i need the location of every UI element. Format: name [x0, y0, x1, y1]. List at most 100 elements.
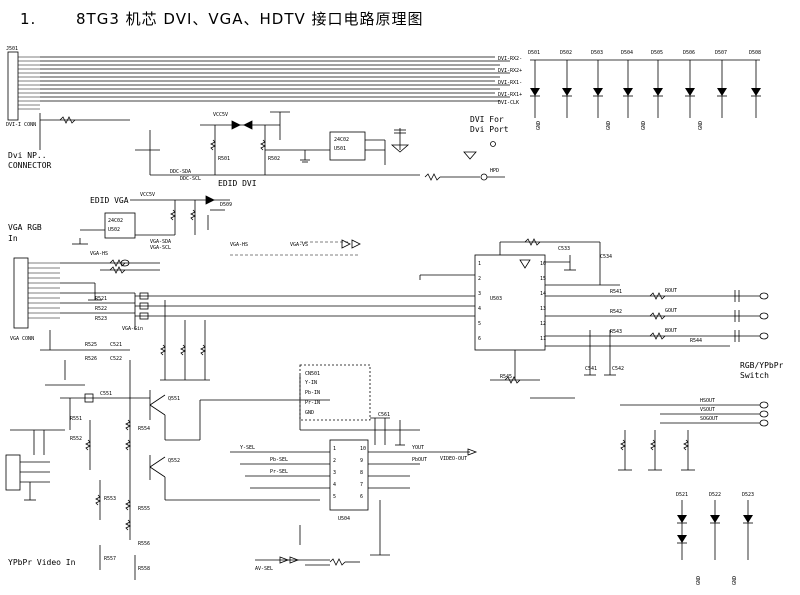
switch-io-routing — [419, 238, 760, 384]
svg-text:GND: GND — [732, 576, 738, 585]
svg-text:1: 1 — [333, 446, 336, 452]
svg-text:10: 10 — [360, 446, 366, 452]
svg-text:VGA-SCL: VGA-SCL — [150, 245, 171, 251]
svg-text:D503: D503 — [591, 50, 603, 56]
svg-text:DDC-SDA: DDC-SDA — [170, 169, 191, 175]
svg-text:14: 14 — [540, 291, 546, 297]
ypbpr-component-labels: C551 Q551 Q552 R551 R552 R553 R554 R555 … — [70, 391, 180, 572]
switch-secondary-outputs — [530, 397, 760, 424]
svg-text:GOUT: GOUT — [665, 308, 677, 314]
svg-text:Y-IN: Y-IN — [305, 380, 317, 386]
ypbpr-input-jack — [5, 429, 65, 501]
svg-text:DVI-RX2-: DVI-RX2- — [498, 56, 522, 62]
svg-text:R555: R555 — [138, 506, 150, 512]
svg-text:C561: C561 — [378, 412, 390, 418]
vga-net-labels: VGA-HS R521 R522 R523 VGA-Gin VGA-HS VGA… — [85, 242, 308, 362]
svg-text:D507: D507 — [715, 50, 727, 56]
dvi-port-marker — [490, 141, 496, 147]
video-mux-routing — [230, 375, 470, 566]
svg-text:3: 3 — [478, 291, 481, 297]
svg-text:U501: U501 — [334, 146, 346, 152]
title-number: 1. — [20, 10, 37, 28]
svg-text:C534: C534 — [600, 254, 612, 260]
svg-text:D509: D509 — [220, 202, 232, 208]
video-mux-ic: 12 34 5 109 87 6 U504 — [329, 439, 369, 522]
switch-label-2: Switch — [740, 371, 769, 380]
svg-text:R552: R552 — [70, 436, 82, 442]
edid-dvi-circuit: VCC5V 24C02 U501 R501 R502 — [200, 111, 477, 175]
svg-text:R502: R502 — [268, 156, 280, 162]
svg-text:D521: D521 — [676, 492, 688, 498]
svg-text:VGA-VS: VGA-VS — [290, 242, 308, 248]
svg-text:7: 7 — [360, 482, 363, 488]
svg-text:VSOUT: VSOUT — [700, 407, 715, 413]
svg-text:GND: GND — [696, 576, 702, 585]
svg-text:DVI-RX1+: DVI-RX1+ — [498, 92, 522, 98]
svg-text:24C02: 24C02 — [108, 218, 123, 224]
svg-text:DVI-I CONN: DVI-I CONN — [6, 122, 36, 128]
title-text: 8TG3 机芯 DVI、VGA、HDTV 接口电路原理图 — [76, 10, 424, 28]
svg-text:R523: R523 — [95, 316, 107, 322]
svg-text:CN501: CN501 — [305, 371, 320, 377]
svg-text:GND: GND — [536, 121, 542, 130]
dvi-connector: J501 DVI-I CONN — [6, 46, 40, 128]
svg-text:R526: R526 — [85, 356, 97, 362]
svg-text:VIDEO-OUT: VIDEO-OUT — [440, 456, 467, 462]
svg-text:Pr-IN: Pr-IN — [305, 400, 320, 406]
svg-text:C521: C521 — [110, 342, 122, 348]
svg-text:R556: R556 — [138, 541, 150, 547]
vga-rgb-label-2: In — [8, 234, 18, 243]
edid-vga-label: EDID VGA — [90, 196, 129, 205]
svg-text:BOUT: BOUT — [665, 328, 677, 334]
svg-text:GND: GND — [606, 121, 612, 130]
vga-sync-arrows — [341, 239, 361, 249]
dvi-port-label-2: Dvi Port — [470, 125, 509, 134]
dvi-bus-lines — [40, 56, 510, 102]
svg-text:GND: GND — [698, 121, 704, 130]
svg-text:R554: R554 — [138, 426, 150, 432]
secondary-output-connectors — [759, 401, 769, 427]
svg-text:HSOUT: HSOUT — [700, 398, 715, 404]
svg-text:Pb-IN: Pb-IN — [305, 390, 320, 396]
svg-text:R553: R553 — [104, 496, 116, 502]
edid-dvi-label: EDID DVI — [218, 179, 257, 188]
svg-text:12: 12 — [540, 321, 546, 327]
svg-text:D522: D522 — [709, 492, 721, 498]
vga-rgb-label-1: VGA RGB — [8, 223, 42, 232]
svg-text:8: 8 — [360, 470, 363, 476]
svg-text:R521: R521 — [95, 296, 107, 302]
svg-text:1: 1 — [478, 261, 481, 267]
vga-inductor-symbols — [120, 259, 149, 320]
svg-text:Y-SEL: Y-SEL — [240, 445, 255, 451]
svg-text:D502: D502 — [560, 50, 572, 56]
svg-text:3: 3 — [333, 470, 336, 476]
svg-text:VGA-SDA: VGA-SDA — [150, 239, 171, 245]
svg-text:SOGOUT: SOGOUT — [700, 416, 718, 422]
pullup-resistors — [618, 430, 695, 471]
svg-text:13: 13 — [540, 306, 546, 312]
svg-text:YOUT: YOUT — [412, 445, 424, 451]
svg-text:2: 2 — [333, 458, 336, 464]
svg-text:VCC5V: VCC5V — [213, 112, 228, 118]
svg-text:R525: R525 — [85, 342, 97, 348]
svg-text:D505: D505 — [651, 50, 663, 56]
svg-text:VGA CONN: VGA CONN — [10, 336, 34, 342]
dvi-connector-label-1: Dvi NP.. — [8, 151, 47, 160]
svg-text:AV-SEL: AV-SEL — [255, 566, 273, 572]
switch-label-1: RGB/YPbPr — [740, 361, 784, 370]
svg-text:DDC-SCL: DDC-SCL — [180, 176, 201, 182]
svg-text:VGA-HS: VGA-HS — [90, 251, 108, 257]
svg-text:DVI-CLK: DVI-CLK — [498, 100, 519, 106]
dvi-port-label-1: DVI For — [470, 115, 504, 124]
dvi-output-chain — [320, 173, 505, 181]
svg-text:C542: C542 — [612, 366, 624, 372]
svg-text:16: 16 — [540, 261, 546, 267]
video-mux-misc — [279, 364, 478, 564]
svg-text:Q551: Q551 — [168, 396, 180, 402]
dvi-hpd-circuit — [39, 113, 320, 176]
svg-text:C522: C522 — [110, 356, 122, 362]
ypbpr-buffer-transistors — [60, 360, 330, 580]
edid-vga-circuit: 24C02 U502 VCC5V D509 VGA-SDA VGA-SCL — [72, 192, 232, 251]
ypbpr-esd-diodes: D521 D522 D523 GND GND — [676, 492, 754, 585]
